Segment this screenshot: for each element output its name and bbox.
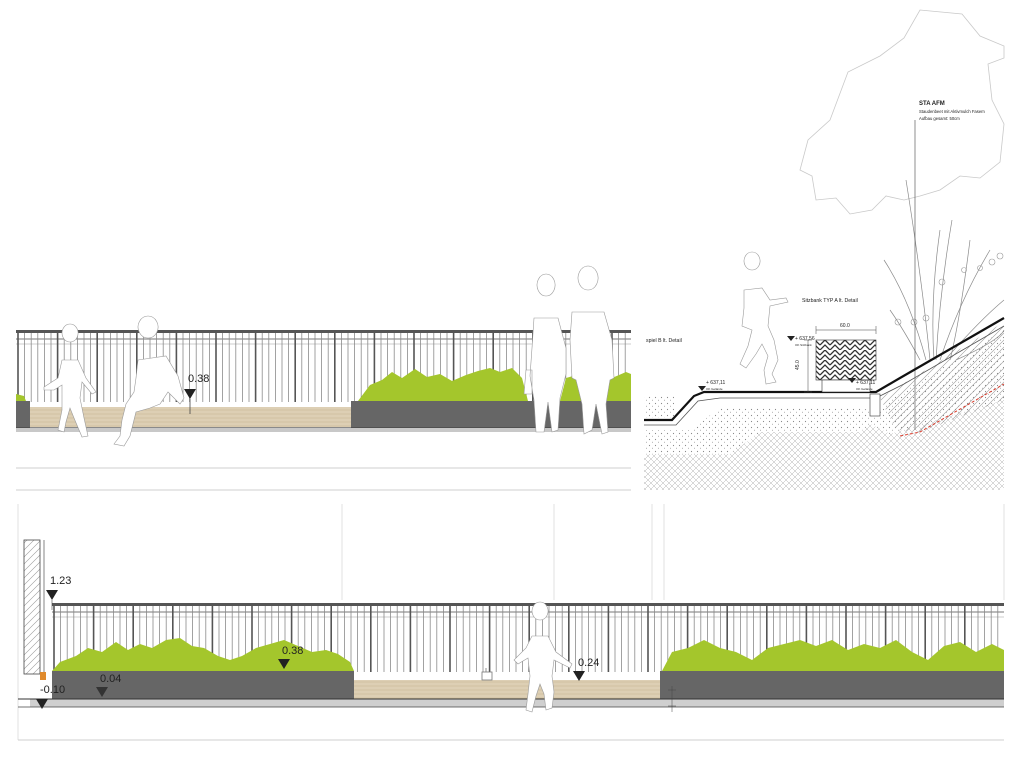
- level-left: + 637,11 OK Gelände: [698, 380, 725, 391]
- bench-block: [815, 339, 877, 381]
- paving-surface-under: [644, 325, 1005, 426]
- elevation-top: 0.38: [16, 265, 631, 491]
- callout-bench: Sitzbank TYP A lt. Detail: [802, 298, 858, 304]
- child-walking-bottom-silhouette: [513, 601, 573, 713]
- bench-foot: [821, 379, 871, 393]
- level-marker-1-23-label: 1.23: [50, 575, 71, 587]
- woman-standing-silhouette: [523, 273, 567, 433]
- bench-wood-bottom: [354, 680, 660, 699]
- ground-band-bottom: [30, 699, 1004, 707]
- bench-wood-top: [30, 407, 351, 427]
- level-marker-0-38-label: 0.38: [282, 645, 303, 657]
- level-marker-0-38: 0.38: [278, 645, 303, 669]
- level-marker-minus-0-10: -0.10: [36, 684, 65, 709]
- paving-surface: [644, 317, 1005, 422]
- flower-heads: [894, 252, 1004, 326]
- level-marker-0-24: 0.24: [573, 657, 599, 681]
- railing-top-handrail: [16, 330, 631, 333]
- level-bench: + 637,56 OK Sitzbank: [787, 336, 815, 347]
- railing-bottom-handrail: [52, 603, 1004, 606]
- section-detail: STA AFM Staudenbeet mit Aktivmulch Faser…: [644, 9, 1005, 490]
- left-planting-strip: [644, 396, 674, 418]
- section-title: STA AFM: [919, 101, 945, 107]
- vertical-ref-lines: [17, 504, 1005, 740]
- level-right-label: + 637,11: [856, 380, 875, 386]
- tree-canopy-outline: [799, 9, 1005, 215]
- planting-left-edge: [16, 394, 26, 401]
- planting-bed-top: [358, 368, 528, 401]
- level-marker-top-label: 0.38: [188, 373, 209, 385]
- bench-fixture: [481, 668, 493, 681]
- dimension-height: [804, 339, 812, 393]
- planter-dark-bottom-right: [660, 671, 1004, 699]
- level-marker-top: 0.38: [184, 373, 209, 414]
- building-wall: [23, 539, 41, 675]
- child-running-silhouette: [739, 251, 789, 385]
- seated-man-silhouette: [113, 315, 185, 447]
- edge-post: [869, 393, 881, 417]
- left-pier-top: [16, 401, 30, 428]
- planting-bed-bottom-left: [52, 638, 354, 671]
- level-marker-0-04-label: 0.04: [100, 673, 121, 685]
- man-standing-silhouette: [569, 265, 615, 435]
- elevation-bottom: 1.23 0.38 0.24 0.04 -0.10: [17, 504, 1005, 741]
- level-marker-1-23: 1.23: [46, 575, 71, 610]
- railing-bottom: [52, 603, 1004, 672]
- step-dimension: [668, 686, 676, 712]
- level-bench-note: OK Sitzbank: [795, 343, 812, 347]
- grasses-illustration: [883, 179, 1005, 361]
- ground-band-top: [16, 428, 631, 432]
- child-walking-silhouette: [43, 323, 97, 438]
- substrate-slope: [880, 322, 1004, 432]
- callout-left: spiel B lt. Detail: [646, 338, 682, 344]
- root-barrier-line: [899, 383, 1005, 437]
- level-left-label: + 637,11: [706, 380, 725, 386]
- level-marker-minus-0-10-label: -0.10: [40, 684, 65, 696]
- dimension-height-label: 45.0: [795, 360, 801, 370]
- level-marker-0-24-label: 0.24: [578, 657, 599, 669]
- level-left-note: OK Gelände: [706, 387, 723, 391]
- level-marker-0-04: 0.04: [96, 673, 121, 697]
- section-subtitle-1: Staudenbeet mit Aktivmulch Fasern: [919, 109, 986, 114]
- section-subtitle-2: Aufbau gesamt: 50cm: [919, 116, 960, 121]
- dimension-width-label: 60.0: [840, 323, 850, 329]
- drain-detail: [40, 672, 46, 680]
- level-right: + 637,11 OK Gelände: [848, 378, 875, 391]
- dimension-width: [815, 326, 877, 334]
- subsoil-fill: [644, 400, 1004, 490]
- level-right-note: OK Gelände: [856, 387, 873, 391]
- level-bench-label: + 637,56: [795, 336, 815, 342]
- planting-bed-bottom-right: [662, 640, 1004, 671]
- planter-dark-bottom-left: [52, 671, 354, 699]
